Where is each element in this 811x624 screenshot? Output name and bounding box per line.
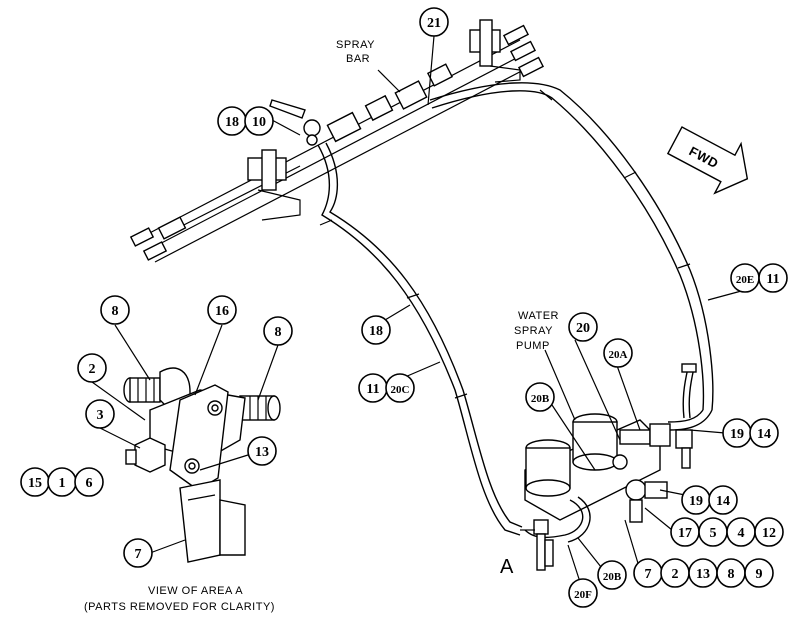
svg-text:8: 8 bbox=[728, 567, 735, 582]
svg-text:17: 17 bbox=[678, 526, 692, 541]
callout-8: 8 bbox=[716, 558, 746, 588]
svg-text:20E: 20E bbox=[736, 274, 754, 286]
callout-9: 9 bbox=[744, 558, 774, 588]
text-labels: SPRAY BAR WATER SPRAY PUMP VIEW OF AREA … bbox=[84, 39, 559, 613]
svg-text:20A: 20A bbox=[609, 349, 628, 361]
pump-label-2: SPRAY bbox=[514, 325, 553, 337]
callout-2: 2 bbox=[77, 353, 107, 383]
svg-text:13: 13 bbox=[255, 445, 269, 460]
spray-bar-label-1: SPRAY bbox=[336, 39, 375, 51]
svg-text:2: 2 bbox=[672, 567, 679, 582]
callout-11: 11 bbox=[758, 263, 788, 293]
view-caption-1: VIEW OF AREA A bbox=[148, 585, 243, 597]
svg-text:15: 15 bbox=[28, 476, 42, 491]
svg-text:12: 12 bbox=[762, 526, 776, 541]
svg-text:16: 16 bbox=[215, 304, 229, 319]
callout-18: 18 bbox=[217, 106, 247, 136]
callout-20f: 20F bbox=[568, 578, 598, 608]
svg-text:1: 1 bbox=[59, 476, 66, 491]
pump-label-3: PUMP bbox=[516, 340, 550, 352]
svg-text:5: 5 bbox=[710, 526, 717, 541]
callout-8: 8 bbox=[263, 316, 293, 346]
svg-text:14: 14 bbox=[716, 494, 730, 509]
callout-20e: 20E bbox=[730, 263, 760, 293]
callout-19: 19 bbox=[722, 418, 752, 448]
callout-16: 16 bbox=[207, 295, 237, 325]
forward-arrow: FWD bbox=[666, 126, 749, 195]
svg-text:3: 3 bbox=[97, 408, 104, 423]
water-spray-pump bbox=[520, 413, 693, 571]
view-caption-2: (PARTS REMOVED FOR CLARITY) bbox=[84, 601, 275, 613]
callout-5: 5 bbox=[698, 517, 728, 547]
callout-7: 7 bbox=[633, 558, 663, 588]
svg-text:20: 20 bbox=[576, 321, 590, 336]
callout-11: 11 bbox=[358, 373, 388, 403]
callout-13: 13 bbox=[688, 558, 718, 588]
svg-text:21: 21 bbox=[427, 16, 441, 31]
svg-text:20B: 20B bbox=[603, 571, 622, 583]
callout-14: 14 bbox=[749, 418, 779, 448]
svg-text:10: 10 bbox=[252, 115, 266, 130]
svg-text:6: 6 bbox=[86, 476, 93, 491]
svg-text:2: 2 bbox=[89, 362, 96, 377]
callout-20b: 20B bbox=[597, 560, 627, 590]
svg-text:19: 19 bbox=[730, 427, 744, 442]
svg-text:11: 11 bbox=[366, 382, 379, 397]
detail-view-area-a bbox=[123, 367, 281, 563]
spray-bar-assembly bbox=[129, 19, 545, 263]
callout-20b: 20B bbox=[525, 382, 555, 412]
svg-text:18: 18 bbox=[225, 115, 239, 130]
area-a-label: A bbox=[500, 556, 514, 578]
svg-text:7: 7 bbox=[135, 547, 142, 562]
callout-18: 18 bbox=[361, 315, 391, 345]
hoses bbox=[317, 82, 714, 536]
callout-8: 8 bbox=[100, 295, 130, 325]
svg-text:13: 13 bbox=[696, 567, 710, 582]
svg-text:20C: 20C bbox=[391, 384, 410, 396]
svg-text:20B: 20B bbox=[531, 393, 550, 405]
callout-21: 21 bbox=[419, 7, 449, 37]
callout-14: 14 bbox=[708, 485, 738, 515]
callout-19: 19 bbox=[681, 485, 711, 515]
callout-12: 12 bbox=[754, 517, 784, 547]
svg-text:19: 19 bbox=[689, 494, 703, 509]
svg-text:8: 8 bbox=[112, 304, 119, 319]
callout-17: 17 bbox=[670, 517, 700, 547]
callout-20a: 20A bbox=[603, 338, 633, 368]
callout-20c: 20C bbox=[385, 373, 415, 403]
callout-1: 1 bbox=[47, 467, 77, 497]
svg-text:7: 7 bbox=[645, 567, 652, 582]
callout-10: 10 bbox=[244, 106, 274, 136]
callout-2: 2 bbox=[660, 558, 690, 588]
callout-6: 6 bbox=[74, 467, 104, 497]
pump-label-1: WATER bbox=[518, 310, 559, 322]
callout-15: 15 bbox=[20, 467, 50, 497]
callout-4: 4 bbox=[726, 517, 756, 547]
leader-lines bbox=[91, 35, 746, 583]
callout-20: 20 bbox=[568, 312, 598, 342]
callouts: 21 18 10 8 16 8 2 3 13 15 1 6 7 18 11 20… bbox=[20, 7, 788, 608]
svg-text:20F: 20F bbox=[574, 589, 592, 601]
svg-text:18: 18 bbox=[369, 324, 383, 339]
svg-text:4: 4 bbox=[738, 526, 745, 541]
svg-text:14: 14 bbox=[757, 427, 771, 442]
callout-13: 13 bbox=[247, 436, 277, 466]
spray-bar-label-2: BAR bbox=[346, 53, 370, 65]
callout-7: 7 bbox=[123, 538, 153, 568]
svg-text:11: 11 bbox=[766, 272, 779, 287]
svg-text:8: 8 bbox=[275, 325, 282, 340]
svg-text:9: 9 bbox=[756, 567, 763, 582]
callout-3: 3 bbox=[85, 399, 115, 429]
